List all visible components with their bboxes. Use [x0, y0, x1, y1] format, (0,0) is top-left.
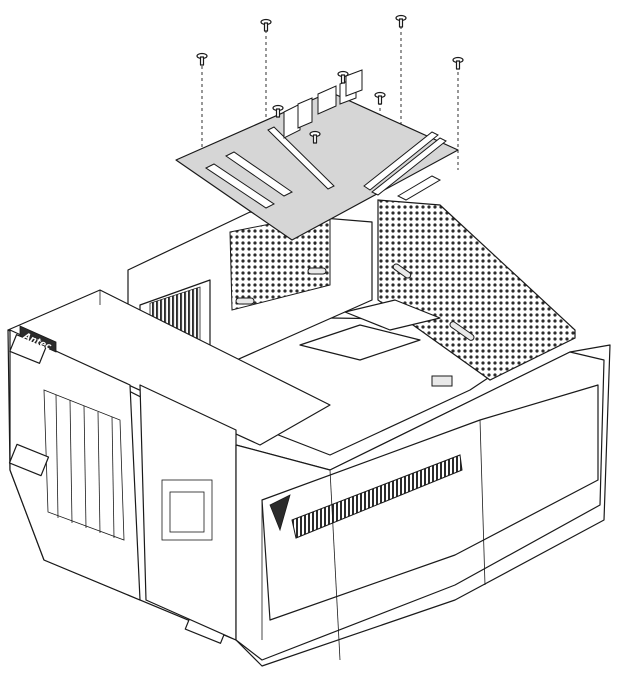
- screw: [272, 104, 284, 118]
- rear-panel: [139, 384, 237, 641]
- cable-grommet: [235, 297, 255, 305]
- screw: [395, 14, 407, 28]
- screw: [260, 18, 272, 32]
- screw: [452, 56, 464, 70]
- cable-grommet: [449, 321, 475, 341]
- pcie-slot: [267, 126, 335, 190]
- rear-io-ports: [283, 69, 363, 139]
- screw: [196, 52, 208, 66]
- sata-connector: [396, 175, 442, 201]
- logo-mark: [269, 494, 291, 532]
- front-vent: [291, 454, 463, 539]
- ram-slot: [371, 137, 447, 196]
- screw: [309, 130, 321, 144]
- motherboard: [175, 69, 459, 241]
- chassis: Antec: [7, 199, 611, 667]
- pcie-slot: [205, 163, 275, 209]
- floor-cutout: [344, 299, 441, 331]
- screw: [337, 70, 349, 84]
- cable-grommet: [307, 267, 327, 275]
- ram-slot: [363, 131, 439, 191]
- front-panel: [9, 329, 141, 601]
- floor-cutout: [431, 375, 453, 387]
- mesh-side-panel: [377, 199, 576, 381]
- chassis-foot: [8, 443, 50, 477]
- screws: [196, 14, 464, 144]
- screw: [374, 91, 386, 105]
- rear-io-frame: [161, 479, 213, 541]
- cable-grommet: [392, 263, 412, 279]
- front-panel-drive-cage: [43, 389, 125, 541]
- pcie-slot: [225, 151, 293, 197]
- floor-cutout: [299, 324, 421, 361]
